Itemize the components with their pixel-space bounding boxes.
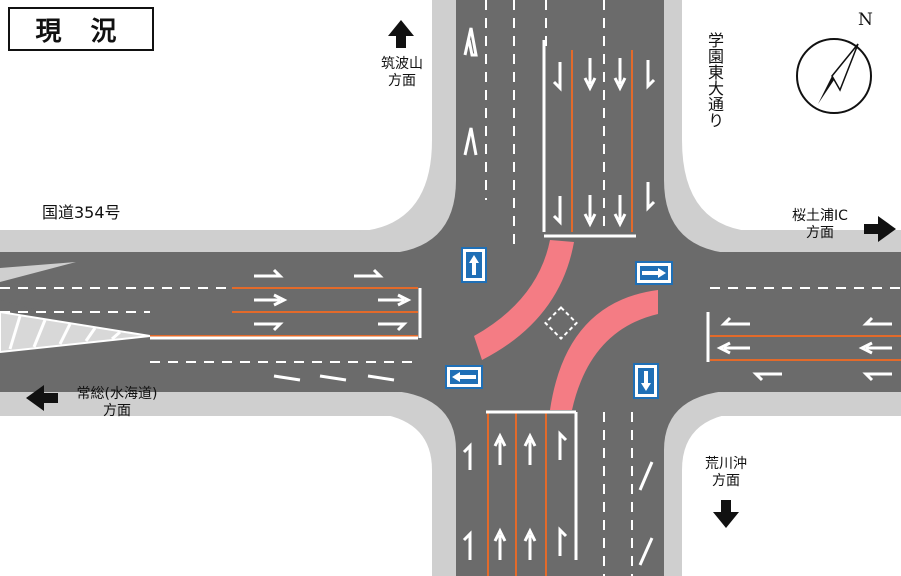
east-direction-icon [864,216,896,242]
tsukuba-label: 筑波山 方面 [374,56,430,90]
direction-arrows [26,20,896,528]
orange-lane-lines [150,50,901,576]
tsukuba-line2: 方面 [388,73,416,89]
tsukuba-line1: 筑波山 [381,56,423,72]
south-direction-icon [713,500,739,528]
arakawa-line1: 荒川沖 [705,456,747,472]
signal-zones [474,240,658,410]
gakuen-label: 学園東大通り [705,32,724,128]
compass-icon [796,38,872,114]
page-title: 現 況 [8,7,154,51]
lane-arrows [254,27,892,566]
median-hatch [0,310,151,354]
solid-lines [150,40,710,560]
joso-line2: 方面 [103,403,131,419]
joso-label: 常総(水海道) 方面 [62,386,172,420]
sakura-line1: 桜土浦IC [792,208,848,224]
blue-signs [445,247,673,399]
arakawa-line2: 方面 [712,473,740,489]
west-gore [0,262,76,282]
joso-line1: 常総(水海道) [76,386,158,402]
west-direction-icon [26,385,58,411]
route-354-label: 国道354号 [42,203,121,222]
sakura-label: 桜土浦IC 方面 [780,208,860,242]
north-direction-icon [388,20,414,48]
sakura-line2: 方面 [806,225,834,241]
arakawa-label: 荒川沖 方面 [694,456,758,490]
north-label: N [858,10,873,30]
